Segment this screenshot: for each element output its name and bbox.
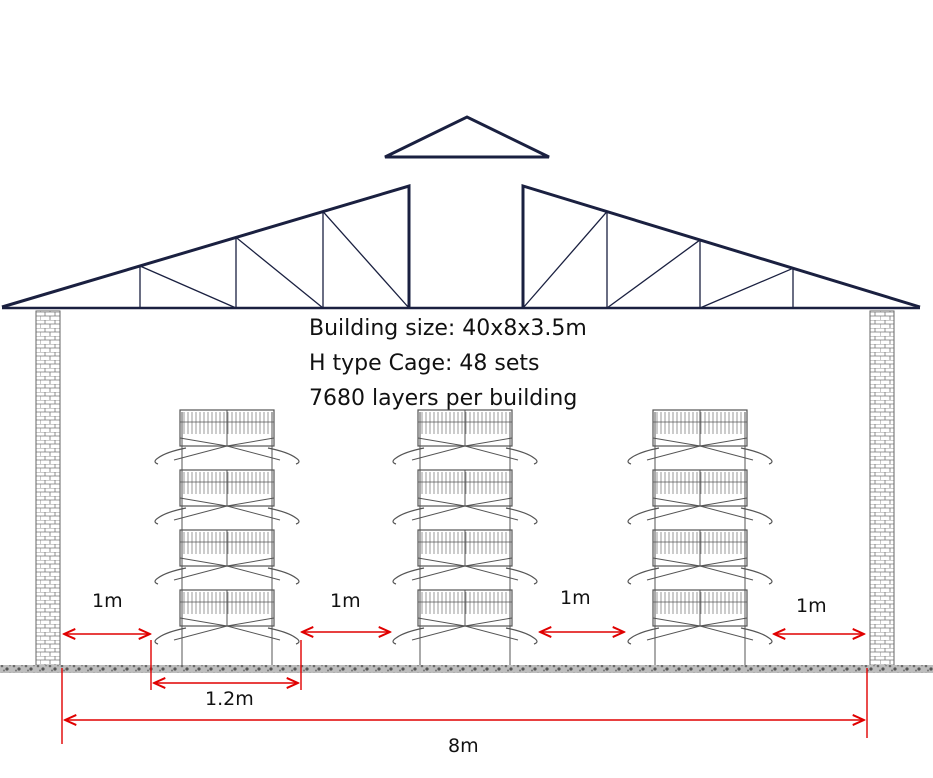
dim-label-gap-2: 1m (560, 587, 591, 609)
h-type-cage (392, 409, 538, 665)
feed-trough-right (740, 507, 773, 525)
feed-trough-right (505, 447, 538, 465)
feed-trough-right (267, 627, 300, 645)
feed-trough-left (392, 507, 425, 525)
feed-trough-left (392, 447, 425, 465)
manure-board (173, 505, 281, 521)
manure-board (411, 445, 519, 461)
building-size-text: Building size: 40x8x3.5m (309, 316, 587, 341)
ground-strip (0, 665, 933, 673)
feed-trough-left (154, 447, 187, 465)
manure-board (411, 505, 519, 521)
h-type-cage (627, 409, 773, 665)
roof-vent-cap (384, 115, 550, 159)
manure-board (646, 445, 754, 461)
feed-trough-right (505, 567, 538, 585)
feed-trough-right (267, 447, 300, 465)
feed-trough-left (627, 447, 660, 465)
manure-board (646, 505, 754, 521)
cage-count-text: H type Cage: 48 sets (309, 351, 540, 376)
feed-trough-left (392, 627, 425, 645)
feed-trough-left (627, 507, 660, 525)
truss-diagonal-left (235, 236, 324, 309)
truss-diagonal-left (139, 265, 237, 309)
roof-right-rafter (521, 183, 921, 309)
feed-trough-right (267, 507, 300, 525)
feed-trough-right (505, 507, 538, 525)
dim-label-total-width: 8m (448, 735, 479, 757)
layer-count-text: 7680 layers per building (309, 386, 578, 411)
dim-label-left-gap: 1m (92, 590, 123, 612)
roof-left-rafter (1, 183, 411, 309)
dim-label-cage-width: 1.2m (205, 688, 254, 710)
manure-board (411, 565, 519, 581)
dim-label-gap-1: 1m (330, 590, 361, 612)
feed-trough-left (154, 507, 187, 525)
feed-trough-left (154, 627, 187, 645)
feed-trough-left (392, 567, 425, 585)
feed-trough-left (627, 567, 660, 585)
roof-truss (1, 115, 921, 310)
manure-board (173, 565, 281, 581)
feed-trough-right (740, 447, 773, 465)
feed-trough-right (740, 567, 773, 585)
truss-diagonal-right (699, 267, 794, 309)
feed-trough-left (627, 627, 660, 645)
dim-label-right-gap: 1m (796, 595, 827, 617)
feed-trough-right (267, 567, 300, 585)
feed-trough-left (154, 567, 187, 585)
feed-trough-right (740, 627, 773, 645)
right-wall (869, 310, 895, 667)
truss-diagonal-left (322, 211, 410, 309)
manure-board (646, 565, 754, 581)
manure-board (646, 625, 754, 641)
manure-board (173, 445, 281, 461)
manure-board (411, 625, 519, 641)
truss-diagonal-right (606, 239, 701, 309)
feed-trough-right (505, 627, 538, 645)
h-type-cage (154, 409, 300, 665)
truss-diagonal-right (522, 211, 608, 309)
left-wall (35, 310, 61, 667)
manure-board (173, 625, 281, 641)
cage-group (154, 409, 773, 665)
dimension-lines (61, 632, 868, 744)
